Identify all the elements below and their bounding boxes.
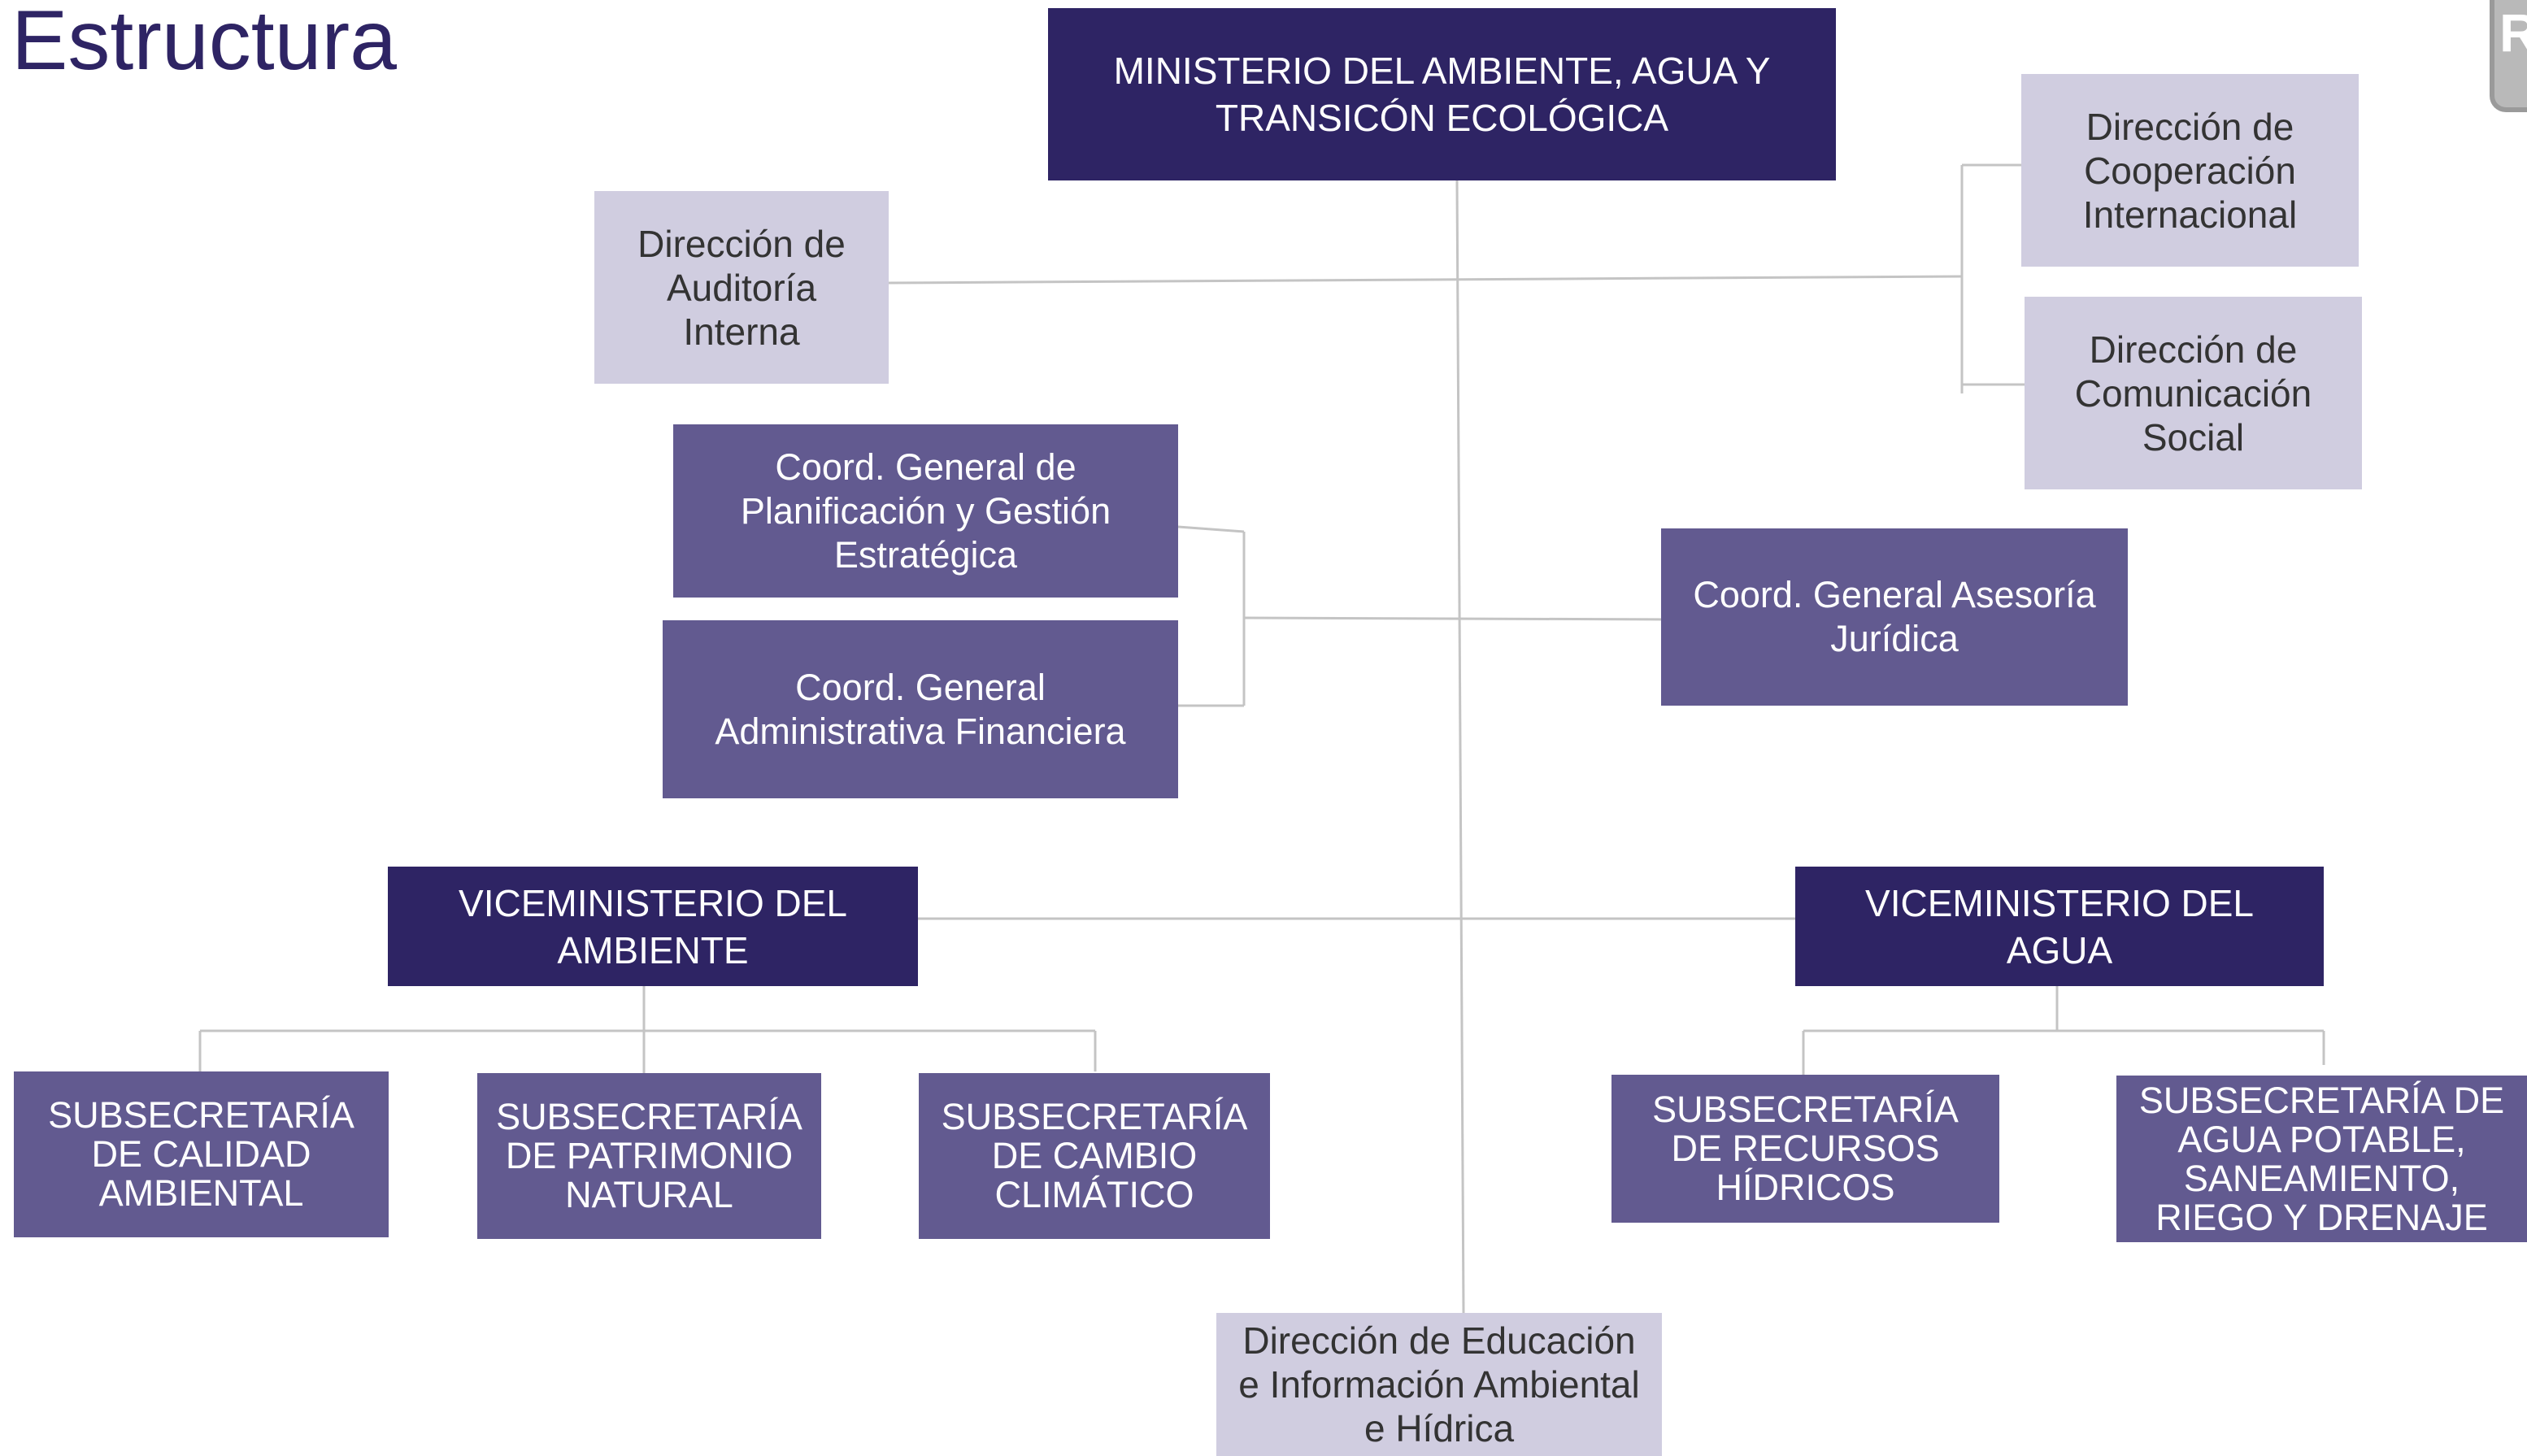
administrativa-box: Coord. General Administrativa Financiera (663, 620, 1178, 798)
ministerio-box: MINISTERIO DEL AMBIENTE, AGUA Y TRANSICÓ… (1048, 8, 1836, 180)
subsecretaria-agua-potable-box: SUBSECRETARÍA DE AGUA POTABLE, SANEAMIEN… (2116, 1076, 2527, 1242)
educacion-box: Dirección de Educación e Información Amb… (1216, 1313, 1662, 1456)
cooperacion-box: Dirección de Cooperación Internacional (2021, 74, 2359, 267)
logo: R (2490, 0, 2527, 112)
viceministerio-ambiente-box: VICEMINISTERIO DEL AMBIENTE (388, 867, 918, 986)
page-title: Estructura (11, 0, 397, 88)
subsecretaria-calidad-box: SUBSECRETARÍA DE CALIDAD AMBIENTAL (14, 1071, 389, 1237)
juridica-box: Coord. General Asesoría Jurídica (1661, 528, 2128, 706)
subsecretaria-patrimonio-box: SUBSECRETARÍA DE PATRIMONIO NATURAL (477, 1073, 821, 1239)
auditoria-box: Dirección de Auditoría Interna (594, 191, 889, 384)
planificacion-box: Coord. General de Planificación y Gestió… (673, 424, 1178, 598)
subsecretaria-recursos-box: SUBSECRETARÍA DE RECURSOS HÍDRICOS (1611, 1075, 1999, 1223)
viceministerio-agua-box: VICEMINISTERIO DEL AGUA (1795, 867, 2324, 986)
comunicacion-box: Dirección de Comunicación Social (2025, 297, 2362, 489)
subsecretaria-cambio-box: SUBSECRETARÍA DE CAMBIO CLIMÁTICO (919, 1073, 1270, 1239)
